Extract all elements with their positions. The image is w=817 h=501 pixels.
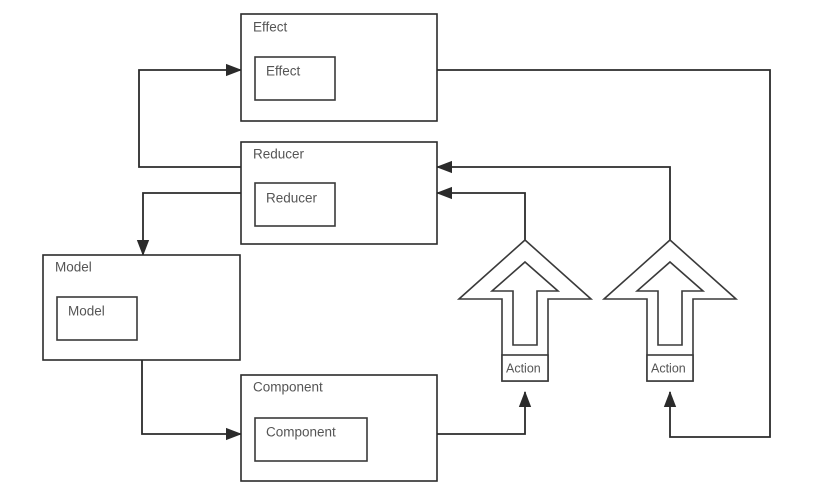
- node-effect-inner-box[interactable]: [254, 56, 336, 101]
- node-component-inner-box[interactable]: [254, 417, 368, 462]
- connector-reducer-to-model: [136, 192, 241, 257]
- action-left-label: Action: [506, 361, 541, 375]
- node-reducer-outer-label: Reducer: [253, 147, 305, 162]
- node-model-outer-label: Model: [55, 260, 92, 275]
- connector-component-to-action-left: [437, 390, 532, 435]
- action-right-label-box[interactable]: [646, 354, 694, 382]
- action-right-label: Action: [651, 361, 686, 375]
- action-left-label-box[interactable]: [501, 354, 549, 382]
- connector-reducer-to-effect: [138, 63, 243, 168]
- node-component-inner-label: Component: [266, 425, 336, 440]
- action-right-inner-arrow: [634, 260, 706, 346]
- node-effect[interactable]: Effect Effect: [240, 13, 438, 122]
- node-effect-inner-label: Effect: [266, 64, 301, 79]
- node-reducer[interactable]: Reducer Reducer: [240, 141, 438, 245]
- action-left[interactable]: Action: [456, 238, 594, 382]
- node-model-inner-label: Model: [68, 304, 105, 319]
- node-model-inner-box[interactable]: [56, 296, 138, 341]
- connector-model-to-component: [141, 360, 243, 441]
- node-model[interactable]: Model Model: [42, 254, 241, 361]
- connector-effect-to-action-right: [437, 69, 771, 438]
- node-reducer-inner-label: Reducer: [266, 191, 318, 206]
- action-left-inner-arrow: [489, 260, 561, 346]
- connector-action-left-to-reducer: [435, 186, 526, 240]
- node-component[interactable]: Component Component: [240, 374, 438, 482]
- node-reducer-inner-box[interactable]: [254, 182, 336, 227]
- node-component-outer-label: Component: [253, 380, 323, 395]
- action-right[interactable]: Action: [601, 238, 739, 382]
- connector-action-right-to-reducer: [435, 160, 671, 240]
- node-effect-outer-label: Effect: [253, 20, 288, 35]
